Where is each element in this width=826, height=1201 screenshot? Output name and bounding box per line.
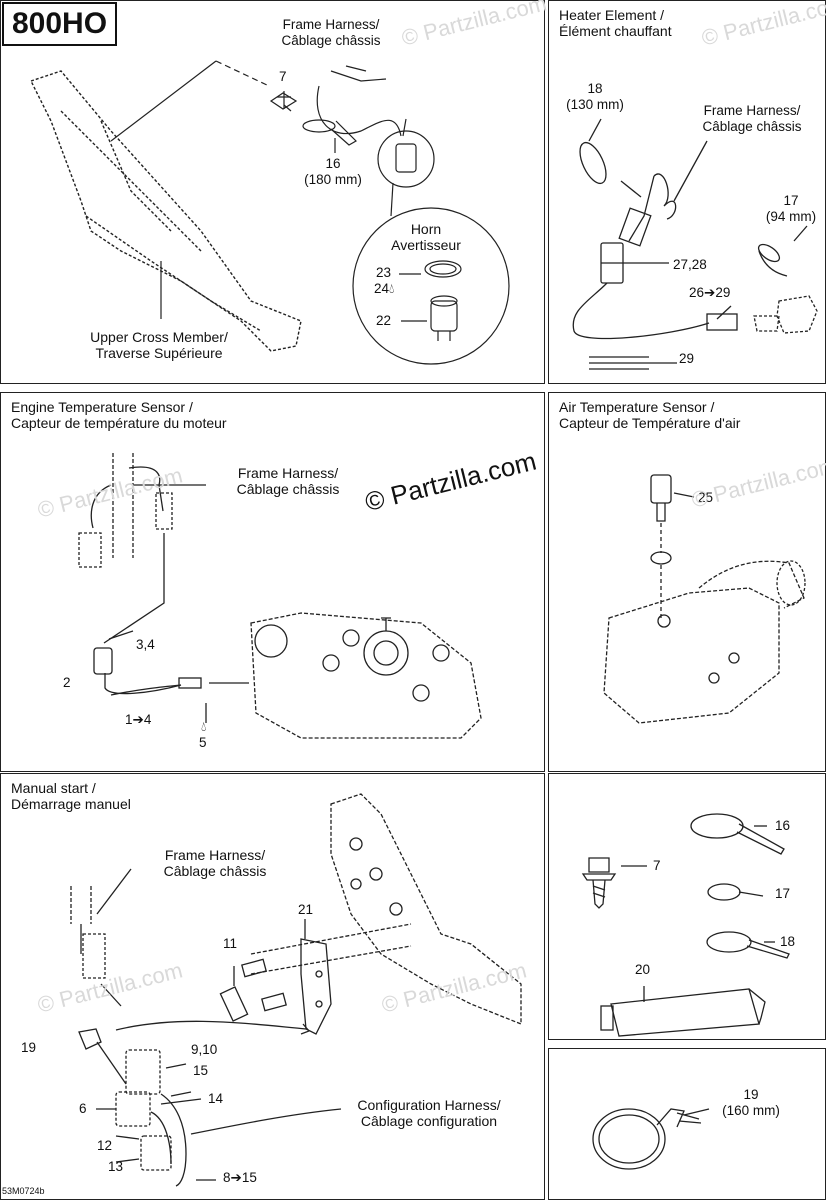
hardware-callout-16: 16 xyxy=(775,818,791,833)
callout-13: 13 xyxy=(108,1159,124,1174)
callout-14: 14 xyxy=(208,1091,224,1106)
callout-15: 15 xyxy=(193,1063,209,1078)
horn-label: Horn Avertisseur xyxy=(391,221,461,253)
callout-25: 25 xyxy=(698,490,714,505)
footer-code: 53M0724b xyxy=(2,1186,45,1196)
callout-17-tie: 17 (94 mm) xyxy=(765,193,817,224)
callout-19-tie: 19 (160 mm) xyxy=(722,1087,780,1118)
callout-2: 2 xyxy=(63,675,71,690)
engine-panel-title: Engine Temperature Sensor / Capteur de t… xyxy=(11,399,227,431)
panel-hardware: 16 7 17 18 20 xyxy=(548,773,826,1040)
manual-start-diagram-art xyxy=(70,793,522,1187)
callout-9-10: 9,10 xyxy=(191,1042,218,1057)
heater-frame-harness-label: Frame Harness/ Câblage châssis xyxy=(702,103,802,134)
frame-harness-label: Frame Harness/ Câblage châssis xyxy=(281,17,381,48)
heater-diagram-art xyxy=(572,118,818,370)
callout-5: 💧︎5 xyxy=(199,719,207,751)
hardware-diagram-art xyxy=(581,813,790,1037)
sealant-drop-icon: 💧︎ xyxy=(201,719,207,734)
engine-temp-diagram-art xyxy=(78,453,482,739)
hardware-callout-17: 17 xyxy=(775,886,791,901)
panel-heater-element: Heater Element / Élément chauffant 18 (1… xyxy=(548,0,826,384)
panel-tie-19: 19 (160 mm) xyxy=(548,1048,826,1200)
callout-21: 21 xyxy=(298,902,314,917)
horn-diagram-art xyxy=(30,60,510,365)
manual-frame-harness-label: Frame Harness/ Câblage châssis xyxy=(163,847,267,879)
air-panel-title: Air Temperature Sensor / Capteur de Temp… xyxy=(559,399,741,431)
callout-1-4: 1➔4 xyxy=(125,712,152,727)
callout-27-28: 27,28 xyxy=(673,257,707,272)
callout-6: 6 xyxy=(79,1101,87,1116)
callout-24-number: 24 xyxy=(374,281,390,296)
callout-26-29: 26➔29 xyxy=(689,285,731,300)
configuration-harness-label: Configuration Harness/ Câblage configura… xyxy=(357,1097,501,1129)
callout-23: 23 xyxy=(376,265,392,280)
callout-3-4: 3,4 xyxy=(136,637,155,652)
tie-19-diagram-art xyxy=(592,1108,710,1170)
hardware-callout-7: 7 xyxy=(653,858,661,873)
upper-cross-member-label: Upper Cross Member/ Traverse Supérieure xyxy=(90,329,228,361)
callout-5-number: 5 xyxy=(199,735,207,750)
callout-18-tie: 18 (130 mm) xyxy=(566,81,624,112)
callout-12: 12 xyxy=(97,1138,113,1153)
heater-panel-title: Heater Element / Élément chauffant xyxy=(559,7,672,39)
callout-22: 22 xyxy=(376,313,392,328)
callout-7: 7 xyxy=(279,69,287,84)
callout-29: 29 xyxy=(679,351,695,366)
engine-frame-harness-label: Frame Harness/ Câblage châssis xyxy=(236,465,340,497)
panel-air-temp-sensor: Air Temperature Sensor / Capteur de Temp… xyxy=(548,392,826,772)
hardware-callout-20: 20 xyxy=(635,962,651,977)
callout-16-tie: 16 (180 mm) xyxy=(304,156,362,187)
hardware-callout-18: 18 xyxy=(780,934,796,949)
callout-19: 19 xyxy=(21,1040,37,1055)
panel-horn: 800HO Frame Harness/ Câblage châssis 7 1… xyxy=(0,0,545,384)
air-temp-diagram-art xyxy=(603,474,806,724)
model-label: 800HO xyxy=(2,2,118,46)
manual-start-panel-title: Manual start / Démarrage manuel xyxy=(11,780,131,812)
panel-manual-start: Manual start / Démarrage manuel Frame Ha… xyxy=(0,773,545,1200)
panel-engine-temp-sensor: Engine Temperature Sensor / Capteur de t… xyxy=(0,392,545,772)
sealant-drop-icon: 💧︎ xyxy=(389,281,395,296)
callout-8-15: 8➔15 xyxy=(223,1170,257,1185)
callout-11: 11 xyxy=(223,936,238,951)
callout-24: 24💧︎ xyxy=(374,281,394,297)
